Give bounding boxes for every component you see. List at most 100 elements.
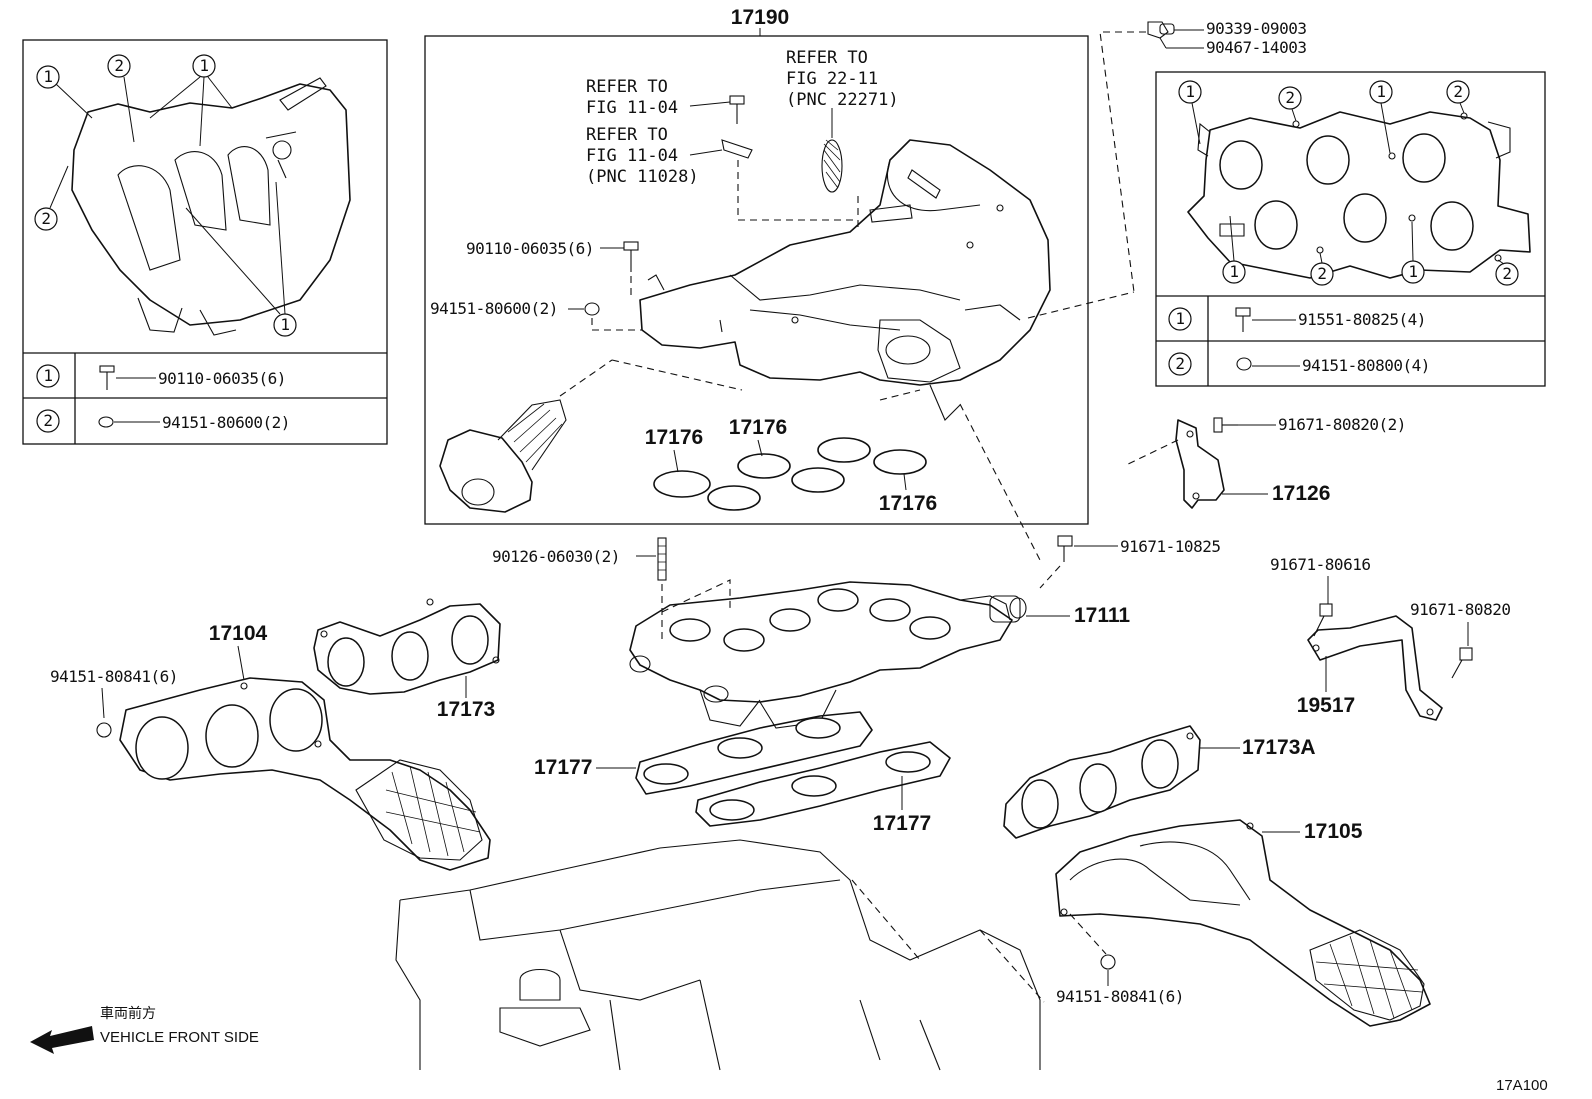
part-number: 94151-80600(2): [162, 413, 290, 432]
part-label-17173: 17173: [437, 698, 495, 721]
right-inset-callout: 2: [1495, 259, 1519, 286]
intake-assembly-box: 17190 REFER TO FIG 22-11 (PNC 22271) REF…: [424, 6, 1135, 525]
left-inset-callout: 2: [34, 165, 69, 231]
bracket-17126: 91671-80820(2) 17126: [1123, 415, 1406, 509]
vehicle-front-indicator: 車両前方 VEHICLE FRONT SIDE: [30, 1005, 259, 1054]
refer-line: (PNC 11028): [586, 167, 699, 187]
part-number: 91671-10825: [1120, 537, 1220, 556]
right-inset-callout: 1: [1369, 80, 1393, 154]
callout-number: 2: [1285, 88, 1294, 107]
part-label-17176: 17176: [729, 416, 787, 439]
bolt-icon: [1319, 603, 1333, 617]
bolt-icon: [623, 241, 639, 251]
left-inset-frame: [22, 39, 388, 445]
intake-plenum-drawing: [639, 139, 1051, 421]
left-inset: 1 2 1 2 1 1: [22, 39, 388, 445]
refer-line: FIG 11-04: [586, 98, 678, 118]
nut-icon: [96, 722, 112, 738]
part-label-17176: 17176: [879, 492, 937, 515]
right-inset-callout: 1: [1219, 215, 1246, 284]
assembly-label-17190: 17190: [731, 6, 789, 29]
nut-icon: [98, 416, 114, 428]
callout-number: 2: [114, 56, 123, 75]
callout-number: 1: [280, 315, 289, 334]
right-legend-row: 2 94151-80800(4): [1168, 352, 1430, 376]
right-inset-callout: 1: [1401, 221, 1425, 284]
right-inset-callout: 2: [1278, 86, 1302, 122]
part-label-17177: 17177: [873, 812, 931, 835]
callout-number: 2: [41, 209, 50, 228]
legend-number: 2: [43, 411, 52, 430]
part-number: 91551-80825(4): [1298, 310, 1426, 329]
refer-line: REFER TO: [586, 125, 668, 145]
sensor-17111: [989, 595, 1021, 623]
part-label-17173a: 17173A: [1242, 736, 1316, 759]
callout-number: 1: [1408, 262, 1417, 281]
left-inset-callout: 1: [36, 65, 93, 119]
refer-line: FIG 11-04: [586, 146, 678, 166]
part-number: 94151-80841(6): [50, 667, 178, 686]
part-label-17104: 17104: [209, 622, 268, 645]
part-number: 91671-80616: [1270, 555, 1370, 574]
left-inset-callout: 1: [185, 181, 297, 337]
right-inset-gasket-drawing: [1187, 111, 1531, 279]
part-label-17111: 17111: [1074, 604, 1130, 627]
callout-number: 1: [1185, 82, 1194, 101]
filter-element: [821, 139, 843, 193]
bolt-icon: [729, 95, 745, 105]
bolt-icon: [1213, 417, 1223, 433]
front-label-en: VEHICLE FRONT SIDE: [100, 1029, 259, 1046]
part-label-17176: 17176: [645, 426, 703, 449]
arrow-left-icon: [30, 1026, 94, 1054]
exhaust-manifold-17104: 17104 94151-80841(6): [50, 622, 491, 871]
right-inset-callout: 2: [1446, 80, 1470, 114]
callout-number: 1: [1229, 262, 1238, 281]
part-number: 90467-14003: [1206, 38, 1306, 57]
callout-number: 2: [1317, 264, 1326, 283]
left-inset-manifold-drawing: [71, 77, 351, 336]
bolt-icon: [1235, 307, 1251, 317]
part-label-17126: 17126: [1272, 482, 1330, 505]
gasket-17177: 17177 17177: [534, 711, 951, 835]
part-number: 94151-80800(4): [1302, 356, 1430, 375]
right-inset-callout: 1: [1178, 80, 1202, 145]
part-number: 91671-80820: [1410, 600, 1510, 619]
clip-icon: [721, 139, 753, 159]
refer-line: (PNC 22271): [786, 90, 899, 110]
part-number: 94151-80841(6): [1056, 987, 1184, 1006]
refer-note: REFER TO FIG 22-11 (PNC 22271): [786, 48, 899, 110]
part-number: 90126-06030(2): [492, 547, 620, 566]
callout-number: 1: [43, 67, 52, 86]
throttle-body-drawing: [439, 359, 743, 513]
exhaust-manifold-17105: 17105 94151-80841(6): [1055, 819, 1431, 1027]
right-legend-row: 1 91551-80825(4): [1168, 307, 1426, 332]
part-number: 90110-06035(6): [158, 369, 286, 388]
part-label-17105: 17105: [1304, 820, 1363, 843]
bolt-icon: [1459, 647, 1473, 661]
diagram-id: 17A100: [1496, 1077, 1548, 1094]
bolt-90110: 90110-06035(6): [466, 239, 639, 300]
stud-icon: [657, 537, 667, 581]
nut-94151-80600: 94151-80600(2): [430, 299, 642, 331]
left-inset-callout: 2: [107, 54, 135, 143]
bolt-icon: [99, 365, 115, 373]
lower-intake-manifold: 90126-06030(2) 91671-10825 17111: [492, 403, 1221, 729]
bracket-19517: 91671-80616 91671-80820 19517: [1270, 555, 1511, 721]
right-inset-frame: [1155, 71, 1546, 387]
gasket-17173a: 17173A: [1003, 725, 1316, 839]
gasket-17176: 17176 17176 17176: [645, 416, 937, 515]
callout-number: 1: [1376, 82, 1385, 101]
part-label-17177: 17177: [534, 756, 592, 779]
callout-number: 1: [199, 56, 208, 75]
left-legend-row: 2 94151-80600(2): [36, 409, 290, 433]
part-number: 91671-80820(2): [1278, 415, 1406, 434]
bolt-icon: [1057, 535, 1073, 547]
part-label-19517: 19517: [1297, 694, 1355, 717]
part-number: 90110-06035(6): [466, 239, 594, 258]
assembly-frame: [424, 35, 1089, 525]
front-label-jp: 車両前方: [100, 1005, 156, 1022]
legend-number: 1: [43, 366, 52, 385]
top-right-fasteners: 90339-09003 90467-14003: [1099, 19, 1307, 293]
sleeve-icon: [1159, 23, 1175, 35]
